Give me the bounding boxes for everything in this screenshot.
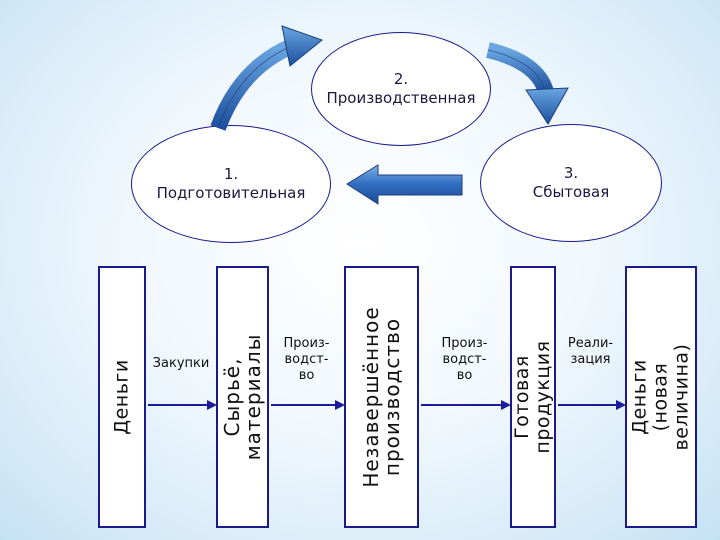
- step-production-2: Произ- водст- во: [441, 336, 488, 383]
- box-raw-materials: Сырьё, материалы: [216, 266, 269, 528]
- stage-2-label: 2. Производственная: [326, 70, 476, 107]
- stage-3-label: 3. Сбытовая: [532, 164, 610, 201]
- box-money: Деньги: [98, 266, 146, 528]
- back-arrow-stage3-to-stage1: [346, 164, 463, 205]
- step-sales: Реали- зация: [567, 336, 614, 367]
- box-money-new-value: Деньги (новая величина): [625, 266, 697, 528]
- stage-1-label: 1. Подготовительная: [156, 165, 306, 202]
- stage-2-ellipse: 2. Производственная: [311, 32, 491, 146]
- curved-arrow-stage1-to-stage2: [210, 25, 324, 131]
- stage-1-ellipse: 1. Подготовительная: [131, 125, 331, 243]
- step-production-1: Произ- водст- во: [283, 336, 330, 383]
- step-purchases: Закупки: [152, 356, 210, 371]
- box-work-in-progress: Незавершённое производство: [344, 266, 419, 528]
- box-finished-goods: Готовая продукция: [510, 266, 556, 528]
- stage-3-ellipse: 3. Сбытовая: [480, 124, 662, 242]
- curved-arrow-stage2-to-stage3: [485, 42, 569, 125]
